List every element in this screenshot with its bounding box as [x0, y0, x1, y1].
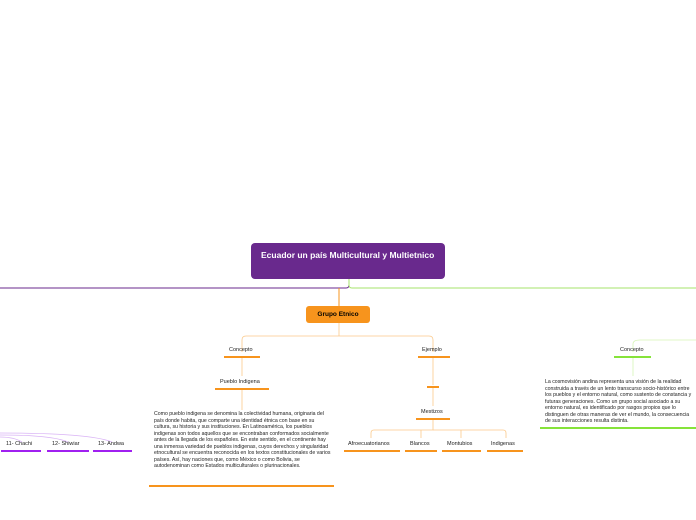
root-topic[interactable]: Ecuador un país Multicultural y Multietn… [251, 243, 445, 279]
mestizos-topic[interactable]: Mestizos [421, 409, 443, 415]
andwa-topic[interactable]: 13- Andwa [98, 441, 124, 447]
shiwiar-topic[interactable]: 12- Shiwiar [52, 441, 80, 447]
chachi-topic[interactable]: 11- Chachi [6, 441, 33, 447]
concepto-topic-right[interactable]: Concepto [620, 347, 644, 353]
pueblo-indigena-description: Como pueblo indigena se denomina la cole… [154, 411, 331, 469]
ejemplo-topic[interactable]: Ejemplo [422, 347, 442, 353]
concepto-topic-left[interactable]: Concepto [229, 347, 253, 353]
blancos-topic[interactable]: Blancos [410, 441, 430, 447]
indigenas-topic[interactable]: Indigenas [491, 441, 515, 447]
afroecuatorianos-topic[interactable]: Afroecuatorianos [348, 441, 390, 447]
grupo-etnico-topic[interactable]: Grupo Etnico [306, 306, 370, 323]
montubios-topic[interactable]: Montubios [447, 441, 473, 447]
pueblo-indigena-topic[interactable]: Pueblo Indigena [220, 379, 260, 385]
cosmovision-description: La cosmovisión andina representa una vis… [545, 379, 692, 424]
